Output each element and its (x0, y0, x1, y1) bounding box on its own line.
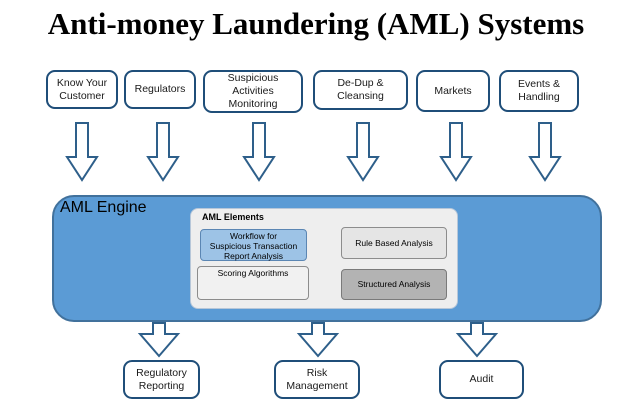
down-arrow-icon (242, 122, 276, 182)
down-arrow-icon (137, 322, 181, 358)
scoring-algorithms-box: Scoring Algorithms (197, 266, 309, 300)
input-box-regulators: Regulators (124, 70, 196, 109)
output-box-regulatory-reporting: Regulatory Reporting (123, 360, 200, 399)
structured-analysis-box: Structured Analysis (341, 269, 447, 300)
down-arrow-icon (296, 322, 340, 358)
input-box-events-handling: Events & Handling (499, 70, 579, 112)
down-arrow-icon (346, 122, 380, 182)
aml-elements-title: AML Elements (202, 212, 264, 222)
input-box-know-your-customer: Know Your Customer (46, 70, 118, 109)
output-box-risk-management: Risk Management (274, 360, 360, 399)
output-box-audit: Audit (439, 360, 524, 399)
input-box-suspicious-activities-monitoring: Suspicious Activities Monitoring (203, 70, 303, 113)
down-arrow-icon (439, 122, 473, 182)
down-arrow-icon (528, 122, 562, 182)
workflow-str-analysis-box: Workflow for Suspicious Transaction Repo… (200, 229, 307, 261)
down-arrow-icon (146, 122, 180, 182)
diagram-title: Anti-money Laundering (AML) Systems (47, 6, 585, 41)
down-arrow-icon (455, 322, 499, 358)
input-box-de-dup-cleansing: De-Dup & Cleansing (313, 70, 408, 110)
input-box-markets: Markets (416, 70, 490, 112)
aml-engine-label: AML Engine (60, 199, 147, 216)
rule-based-analysis-box: Rule Based Analysis (341, 227, 447, 259)
down-arrow-icon (65, 122, 99, 182)
